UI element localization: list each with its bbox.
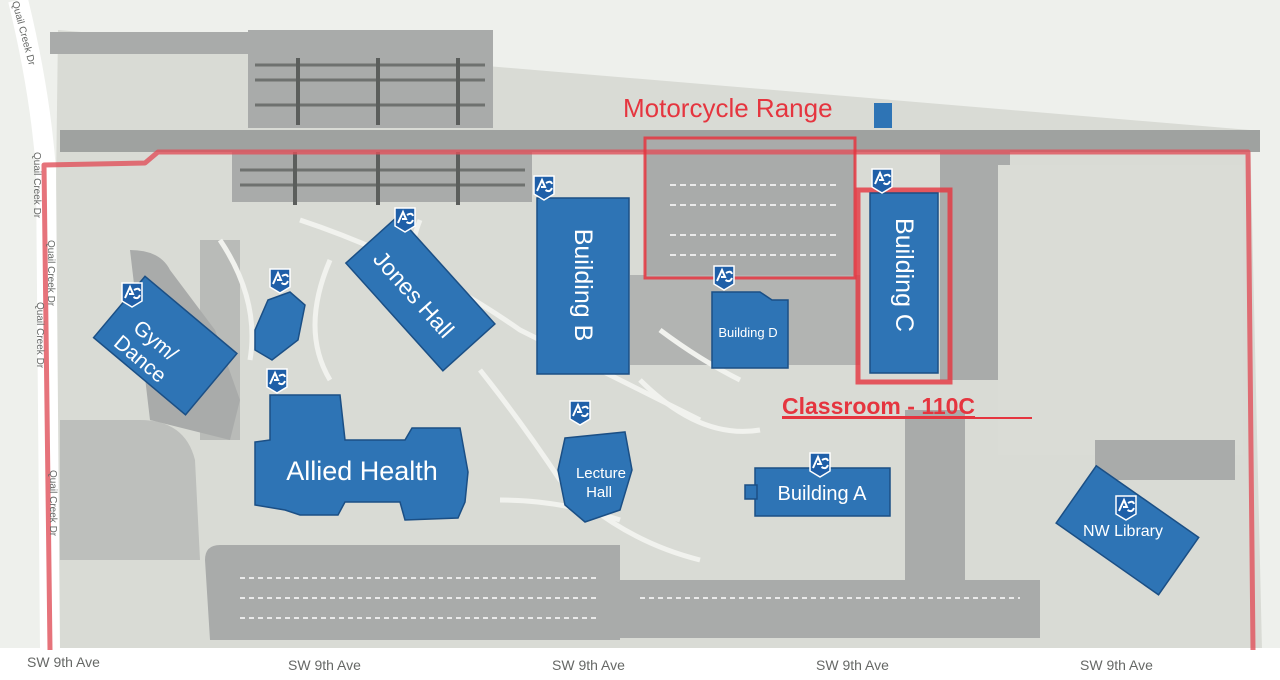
label-building-c: Building C (890, 218, 918, 332)
ac-logo-icon (121, 282, 143, 308)
label-quail-creek-1: Quail Creek Dr (31, 152, 42, 219)
label-motorcycle-range: Motorcycle Range (623, 93, 833, 123)
ac-logo-icon (713, 265, 735, 291)
ac-logo-icon (394, 207, 416, 233)
sw-9th-ave-road (0, 648, 1280, 680)
label-building-d: Building D (718, 325, 777, 340)
motorcycle-range-outline (643, 136, 857, 280)
building-small-west[interactable] (254, 291, 306, 361)
building-c[interactable] (869, 192, 939, 374)
building-b[interactable] (536, 197, 630, 375)
label-sw-9th-ave-1: SW 9th Ave (27, 654, 100, 670)
ac-logo-icon (533, 175, 555, 201)
label-lecture-hall-line2: Hall (586, 484, 612, 501)
building-allied-health[interactable] (254, 394, 469, 521)
building-gym[interactable] (92, 275, 238, 416)
label-quail-creek-3: Quail Creek Dr (45, 240, 56, 307)
building-a[interactable] (744, 467, 891, 517)
range-shelter (874, 103, 892, 128)
label-allied-health: Allied Health (286, 456, 438, 486)
south-parking-lot (205, 410, 1040, 640)
ac-logo-icon (269, 268, 291, 294)
label-lecture-hall: Lecture (576, 465, 626, 482)
building-lecture-hall[interactable] (557, 431, 633, 523)
quail-creek-road (8, 0, 60, 651)
label-building-a: Building A (778, 483, 868, 505)
label-nw-library: NW Library (1083, 523, 1163, 540)
ac-logo-icon (1115, 495, 1137, 521)
label-quail-creek-4: Quail Creek Dr (47, 470, 58, 537)
ac-logo-icon (809, 452, 831, 478)
building-jones-hall[interactable] (344, 215, 496, 372)
ac-logo-icon (871, 168, 893, 194)
route-path (41, 149, 1256, 651)
label-building-b: Building B (569, 229, 597, 342)
label-sw-9th-ave-3: SW 9th Ave (552, 657, 625, 673)
label-sw-9th-ave-4: SW 9th Ave (816, 657, 889, 673)
label-classroom: Classroom - 110C (782, 393, 975, 419)
ac-logo-icon (266, 368, 288, 394)
label-quail-creek-2: Quail Creek Dr (34, 302, 45, 369)
label-sw-9th-ave-5: SW 9th Ave (1080, 657, 1153, 673)
building-nw-library[interactable] (1055, 464, 1200, 596)
label-sw-9th-ave-2: SW 9th Ave (288, 657, 361, 673)
classroom-highlight (855, 187, 953, 385)
building-d[interactable] (711, 291, 789, 369)
ac-logo-icon (569, 400, 591, 426)
north-parking-lot (50, 30, 532, 205)
